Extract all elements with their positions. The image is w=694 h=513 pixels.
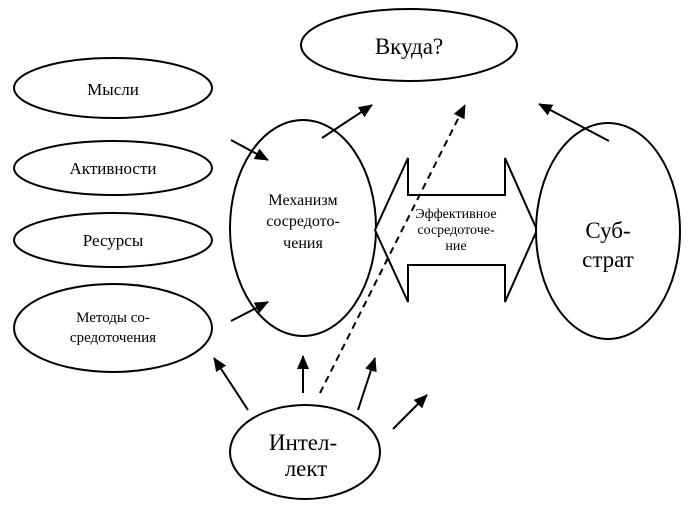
mechanism-label-line2: сосредото- (266, 213, 340, 230)
resources-ellipse (13, 212, 213, 268)
node-where: Вкуда? (300, 8, 518, 82)
edge-intellect-to-open-right (392, 394, 428, 430)
substrate-ellipse (535, 122, 681, 340)
edge-intellect-to-methods (213, 357, 249, 411)
node-intellect: Интел- лект (229, 404, 381, 500)
substrate-label-line1: Суб- (585, 218, 630, 243)
where-label: Вкуда? (375, 34, 443, 59)
edge-intellect-to-where-dashed (319, 104, 466, 394)
node-substrate: Суб- страт (535, 122, 681, 340)
node-thoughts: Мысли (13, 57, 213, 119)
node-resources: Ресурсы (13, 212, 213, 268)
where-ellipse (300, 8, 518, 82)
node-effective: Эффективное сосредоточе- ние (373, 157, 539, 303)
edge-activities-to-mechanism (230, 139, 269, 161)
effective-label-line1: Эффективное (415, 207, 496, 222)
methods-ellipse (13, 283, 213, 373)
intellect-ellipse (229, 404, 381, 500)
edge-intellect-to-effective (357, 357, 377, 411)
effective-label-line3: ние (445, 239, 466, 254)
node-activities: Активности (13, 140, 213, 196)
edge-mechanism-to-where (321, 104, 373, 139)
thoughts-label: Мысли (87, 80, 139, 99)
methods-label-line2: средоточения (70, 330, 156, 346)
thoughts-ellipse (13, 57, 213, 119)
methods-label-line1: Методы со- (76, 310, 150, 326)
activities-ellipse (13, 140, 213, 196)
resources-label: Ресурсы (83, 231, 144, 250)
edge-substrate-to-where (538, 103, 610, 142)
mechanism-label-line3: чения (283, 235, 323, 252)
effective-label-line2: сосредоточе- (417, 223, 495, 238)
intellect-label-line1: Интел- (269, 430, 337, 455)
node-methods: Методы со- средоточения (13, 283, 213, 373)
node-mechanism: Механизм сосредото- чения (229, 119, 377, 337)
mechanism-label-line1: Механизм (268, 192, 337, 209)
substrate-label-line2: страт (582, 247, 634, 272)
activities-label: Активности (70, 159, 157, 178)
edge-methods-to-mechanism (230, 301, 269, 322)
intellect-label-line2: лект (285, 456, 328, 481)
